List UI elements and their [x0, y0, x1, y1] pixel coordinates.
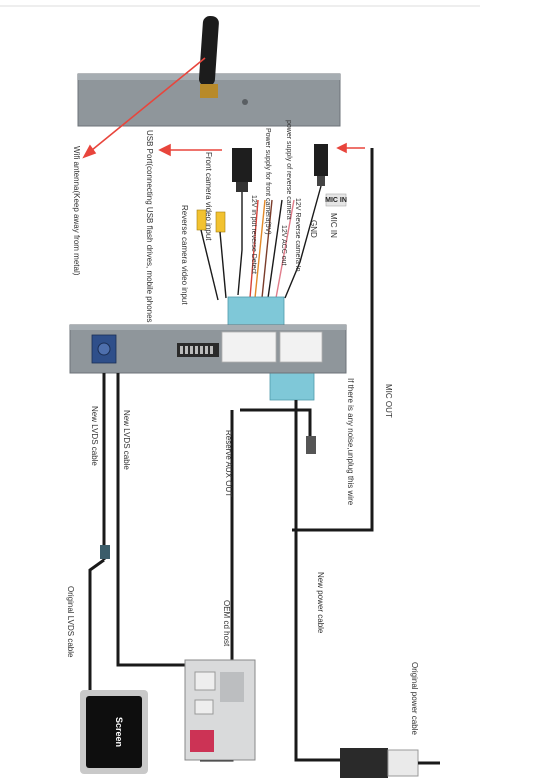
screen: Screen [80, 690, 148, 774]
screen-label: Screen [114, 717, 124, 747]
harness-wires [200, 185, 322, 301]
blue-connectors [227, 296, 315, 401]
aux-plug [306, 436, 316, 454]
label-mic-in: MIC IN [329, 213, 338, 238]
label-gnd: GND [309, 220, 318, 238]
mic-in-tag: MIC IN [325, 193, 347, 207]
label-power-supply-front: Power supply for front camera(5V) [264, 128, 271, 235]
label-noise-note: If there is any noise,unplug this wire [346, 378, 355, 506]
label-reverse-camera-video: Reverse camera video input [180, 205, 189, 305]
label-usb-port: USB Port(connecting USB flash drives, mo… [145, 130, 154, 323]
pin-header-pins [180, 346, 213, 354]
label-front-camera-video: Front camera video input [204, 152, 213, 241]
label-acc-out: 12V ACC out [280, 225, 287, 266]
usb-plug-icon [232, 148, 252, 192]
label-wifi-antenna: Wifi antenna(Keep away from metal) [72, 146, 81, 276]
label-new-power: New power cable [316, 572, 325, 634]
label-reserve-aux: Reserve AUX OUT [224, 430, 233, 497]
label-reverse-camera-12v: 12V Reverse camera In [294, 198, 301, 272]
label-original-power: Original power cable [410, 662, 419, 735]
original-power-harness [340, 748, 440, 778]
wifi-antenna-icon [198, 15, 219, 98]
svg-text:MIC IN: MIC IN [325, 197, 347, 204]
mic-jack-icon [314, 144, 328, 186]
label-original-lvds: Original LVDS cable [66, 586, 75, 658]
red-arrows [82, 57, 365, 159]
lvds-cables [88, 373, 185, 690]
lvds-joint [100, 545, 110, 559]
label-reverse-detect: 12V in put reverse Detect [250, 195, 257, 274]
label-new-lvds-1: New LVDS cable [122, 410, 131, 470]
label-oem-host: OEM cd host [222, 600, 231, 647]
label-new-lvds-2: New LVDS cable [90, 406, 99, 466]
label-mic-out: MIC OUT [384, 384, 393, 418]
label-power-supply-reverse: power supply of reverse camera [285, 120, 292, 220]
oem-host [184, 659, 256, 761]
